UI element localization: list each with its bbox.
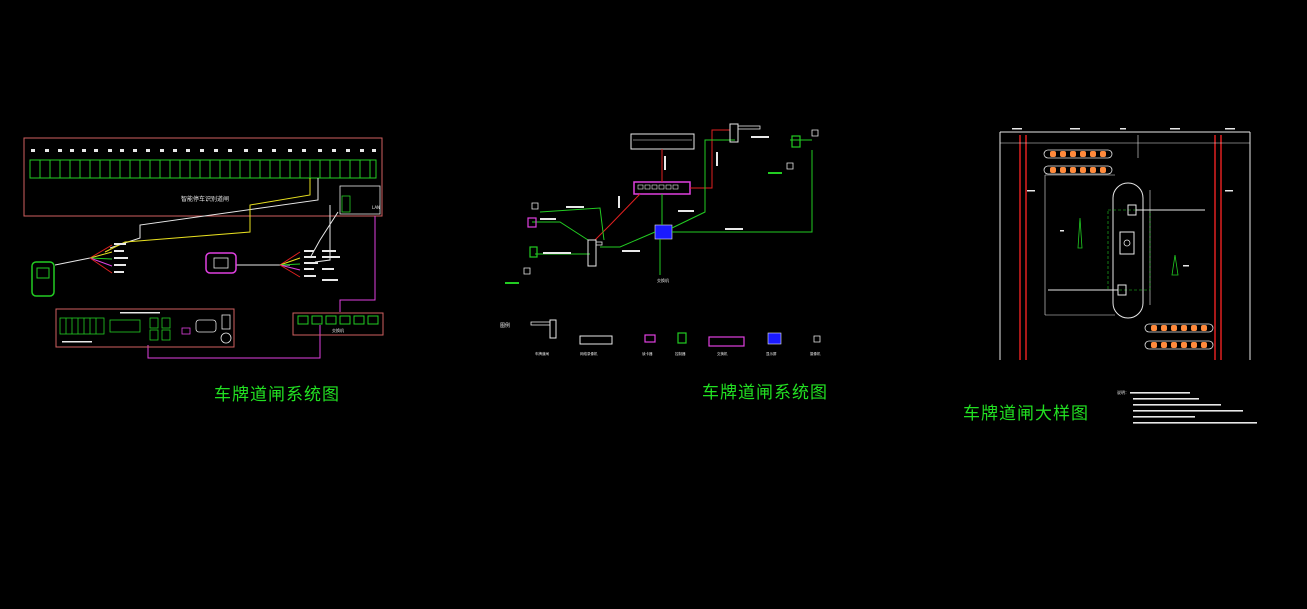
left-wires [54,178,376,359]
left-system-diagram: 智能停车识别道闸 LAN [23,137,384,359]
lan-unit [339,185,381,215]
terminal-block-row [29,159,377,179]
poe-switch [633,181,691,195]
guard-booth [1119,231,1135,255]
middle-diagram-title: 车牌道闸系统图 [702,383,828,403]
right-diagram-title: 车牌道闸大样图 [963,404,1089,424]
direction-arrow-in [1077,217,1083,249]
legend-title: 图例 [500,322,510,329]
left-fanout [89,244,113,274]
reader-left-top [527,217,537,228]
notes-lines [1130,392,1257,424]
legend-label-controller: 控制器 [675,351,686,356]
central-controller [654,224,673,240]
controller-label: 智能停车识别道闸 [181,195,229,203]
right-fanout-labels [304,250,340,281]
notes-title: 说明： [1117,389,1129,395]
middle-wire-labels [505,136,782,284]
poe-switch-ports [637,184,679,190]
speed-bump-bottom [1144,323,1214,350]
bottom-panel-labels [62,312,160,343]
legend-label-nvr: 网络录像机 [580,351,598,356]
island-boundary [1107,209,1151,291]
right-fanout [279,251,301,278]
cameras [523,129,819,275]
left-fanout-labels [114,243,128,273]
direction-arrow-out [1171,254,1179,276]
switch-label: 交换机 [332,327,344,333]
legend-label-camera: 摄像机 [810,351,821,356]
legend-label-barrier: 车牌道闸 [535,351,549,356]
controller-left [529,246,538,258]
switch-ports [297,315,379,325]
speed-bump-top [1043,149,1113,175]
legend-labels: 车牌道闸 网络录像机 读卡器 控制器 交换机 显示屏 摄像机 [535,351,821,356]
terminal-labels [31,149,376,152]
road-edges [999,131,1251,360]
bottom-control-panel [55,308,235,348]
barrier-gate-left [587,239,603,267]
camera-module [205,252,237,274]
dimension-labels [1012,128,1235,267]
bottom-terminal-block [59,317,171,341]
card-reader-device [31,261,55,297]
lan-label: LAN [372,205,380,210]
legend-label-display: 显示屏 [766,352,777,356]
card-reader-screen [36,267,50,279]
barrier-gate-top [729,123,761,143]
legend-label-switch: 交换机 [717,351,728,356]
traffic-island [1112,182,1144,319]
bottom-panel-parts [181,314,232,344]
legend-label-reader: 读卡器 [642,351,653,356]
lan-port-block [341,195,351,213]
middle-wires [532,129,813,275]
lane-lines [1000,135,1250,316]
middle-topology-diagram: 交换机 [500,123,821,356]
camera-lens-box [213,257,229,269]
right-layout-diagram: 说明： [999,128,1257,424]
legend-symbols [530,319,821,347]
left-diagram-title: 车牌道闸系统图 [214,385,340,405]
network-switch [292,312,384,336]
booth-marker [1123,239,1131,247]
central-controller-label: 交换机 [657,277,669,283]
nvr-recorder [630,133,695,150]
controller-right [791,135,801,148]
barrier-arms [1048,204,1205,296]
curb-lines [1019,135,1222,360]
